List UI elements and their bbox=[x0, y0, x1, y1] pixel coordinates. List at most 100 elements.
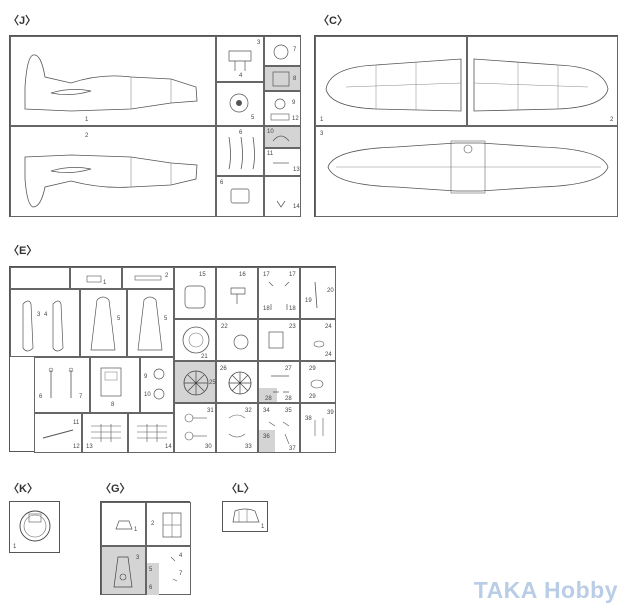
part-cell: 26 bbox=[216, 361, 258, 403]
part-num: 32 bbox=[245, 408, 252, 414]
part-num: 24 bbox=[325, 352, 332, 358]
part-num: 11 bbox=[73, 420, 80, 426]
sprue-g-frame: 1 2 3 4 5 6 7 bbox=[100, 501, 191, 595]
part-cell: 1 bbox=[101, 502, 146, 546]
sprue-c-frame: 1 2 3 bbox=[314, 35, 618, 217]
part-num: 25 bbox=[209, 380, 216, 386]
part-cell: 22 bbox=[216, 319, 258, 361]
part-num: 10 bbox=[144, 392, 151, 398]
part-num: 31 bbox=[207, 408, 214, 414]
part-cell: 19 20 bbox=[300, 267, 336, 319]
part-num: 24 bbox=[325, 324, 332, 330]
part-num: 34 bbox=[263, 408, 270, 414]
part-num: 6 bbox=[220, 180, 224, 186]
part-cell: 7 bbox=[264, 36, 301, 66]
part-cell: 3 bbox=[101, 546, 146, 595]
part-num: 17 bbox=[289, 272, 296, 278]
part-num: 30 bbox=[205, 444, 212, 450]
part-num: 26 bbox=[220, 366, 227, 372]
part-num: 13 bbox=[86, 444, 93, 450]
sprue-j-frame: 1 2 3 4 7 8 5 9 12 6 10 bbox=[9, 35, 301, 217]
fuselage-right-drawing bbox=[24, 154, 198, 208]
sprue-k-frame: 1 bbox=[9, 501, 60, 553]
part-num: 13 bbox=[293, 167, 300, 173]
part-num: 1 bbox=[320, 117, 324, 123]
part-num: 29 bbox=[309, 394, 316, 400]
part-cell: 8 bbox=[264, 66, 301, 91]
part-num: 4 bbox=[179, 553, 183, 559]
part-num: 2 bbox=[610, 117, 614, 123]
part-cell: 23 bbox=[258, 319, 300, 361]
part-num: 6 bbox=[39, 394, 43, 400]
part-num: 5 bbox=[251, 115, 255, 121]
part-num: 12 bbox=[73, 444, 80, 450]
part-num: 7 bbox=[79, 394, 83, 400]
part-num: 33 bbox=[245, 444, 252, 450]
part-cell: 21 bbox=[174, 319, 216, 361]
part-cell bbox=[10, 267, 70, 289]
part-num: 36 bbox=[263, 434, 270, 440]
part-num: 2 bbox=[151, 521, 155, 527]
part-cell: 2 bbox=[146, 502, 191, 546]
sprue-e-label: 〈E〉 bbox=[8, 245, 38, 257]
part-num: 21 bbox=[201, 354, 208, 360]
part-num: 35 bbox=[285, 408, 292, 414]
part-cell: 14 bbox=[264, 176, 301, 217]
part-num: 4 bbox=[44, 312, 48, 318]
part-num: 3 bbox=[320, 131, 324, 137]
part-cell: 6 bbox=[216, 126, 264, 176]
fuselage-right-part: 2 bbox=[10, 126, 216, 217]
wing-lower-part: 3 bbox=[315, 126, 618, 217]
part-cell: 9 12 bbox=[264, 91, 301, 126]
part-cell: 34 35 36 37 bbox=[258, 403, 300, 453]
part-num: 5 bbox=[149, 567, 153, 573]
part-num: 14 bbox=[293, 204, 300, 210]
part-cell: 17 17 18 18 bbox=[258, 267, 300, 319]
part-num: 20 bbox=[327, 288, 334, 294]
part-num: 38 bbox=[305, 416, 312, 422]
part-num: 11 bbox=[267, 151, 274, 157]
part-num: 1 bbox=[85, 117, 89, 123]
part-cell: 25 bbox=[174, 361, 216, 403]
part-cell: 3 4 bbox=[10, 289, 80, 357]
part-num: 3 bbox=[136, 555, 140, 561]
part-num: 9 bbox=[292, 100, 296, 106]
part-num: 16 bbox=[239, 272, 246, 278]
part-cell: 11 13 bbox=[264, 148, 301, 176]
part-cell: 14 bbox=[128, 413, 174, 453]
part-cell: 9 10 bbox=[140, 357, 174, 413]
part-cell: 1 bbox=[70, 267, 122, 289]
part-num: 9 bbox=[144, 374, 148, 380]
part-cell: 4 5 6 7 bbox=[146, 546, 191, 595]
sprue-l-label: 〈L〉 bbox=[226, 483, 255, 495]
part-num: 3 bbox=[37, 312, 41, 318]
part-cell: 29 29 bbox=[300, 361, 336, 403]
fuselage-left-part: 1 bbox=[10, 36, 216, 126]
part-num: 2 bbox=[85, 133, 89, 139]
part-num: 8 bbox=[293, 76, 297, 82]
watermark: TAKA Hobby bbox=[473, 577, 618, 603]
part-num: 2 bbox=[165, 273, 169, 279]
part-num: 22 bbox=[221, 324, 228, 330]
part-num: 18 bbox=[263, 306, 270, 312]
part-num: 28 bbox=[285, 396, 292, 402]
wing-left-drawing bbox=[325, 58, 462, 112]
part-num: 3 bbox=[257, 40, 261, 46]
part-num: 17 bbox=[263, 272, 270, 278]
part-cell: 32 33 bbox=[216, 403, 258, 453]
part-num: 7 bbox=[293, 47, 297, 53]
part-num: 19 bbox=[305, 298, 312, 304]
part-num: 14 bbox=[165, 444, 172, 450]
part-num: 8 bbox=[111, 402, 115, 408]
fuselage-left-drawing bbox=[24, 54, 198, 112]
part-cell: 38 39 bbox=[300, 403, 336, 453]
wing-right-drawing bbox=[473, 58, 609, 112]
part-num: 7 bbox=[179, 571, 183, 577]
part-drawing bbox=[232, 508, 260, 523]
part-num: 4 bbox=[239, 73, 243, 79]
sprue-l-frame: 1 bbox=[222, 501, 268, 532]
sprue-e-frame: 1 2 3 4 5 5 6 7 8 9 10 11 12 13 14 bbox=[9, 266, 336, 453]
part-num: 5 bbox=[164, 316, 168, 322]
sprue-k-label: 〈K〉 bbox=[8, 483, 38, 495]
part-cell: 13 bbox=[82, 413, 128, 453]
